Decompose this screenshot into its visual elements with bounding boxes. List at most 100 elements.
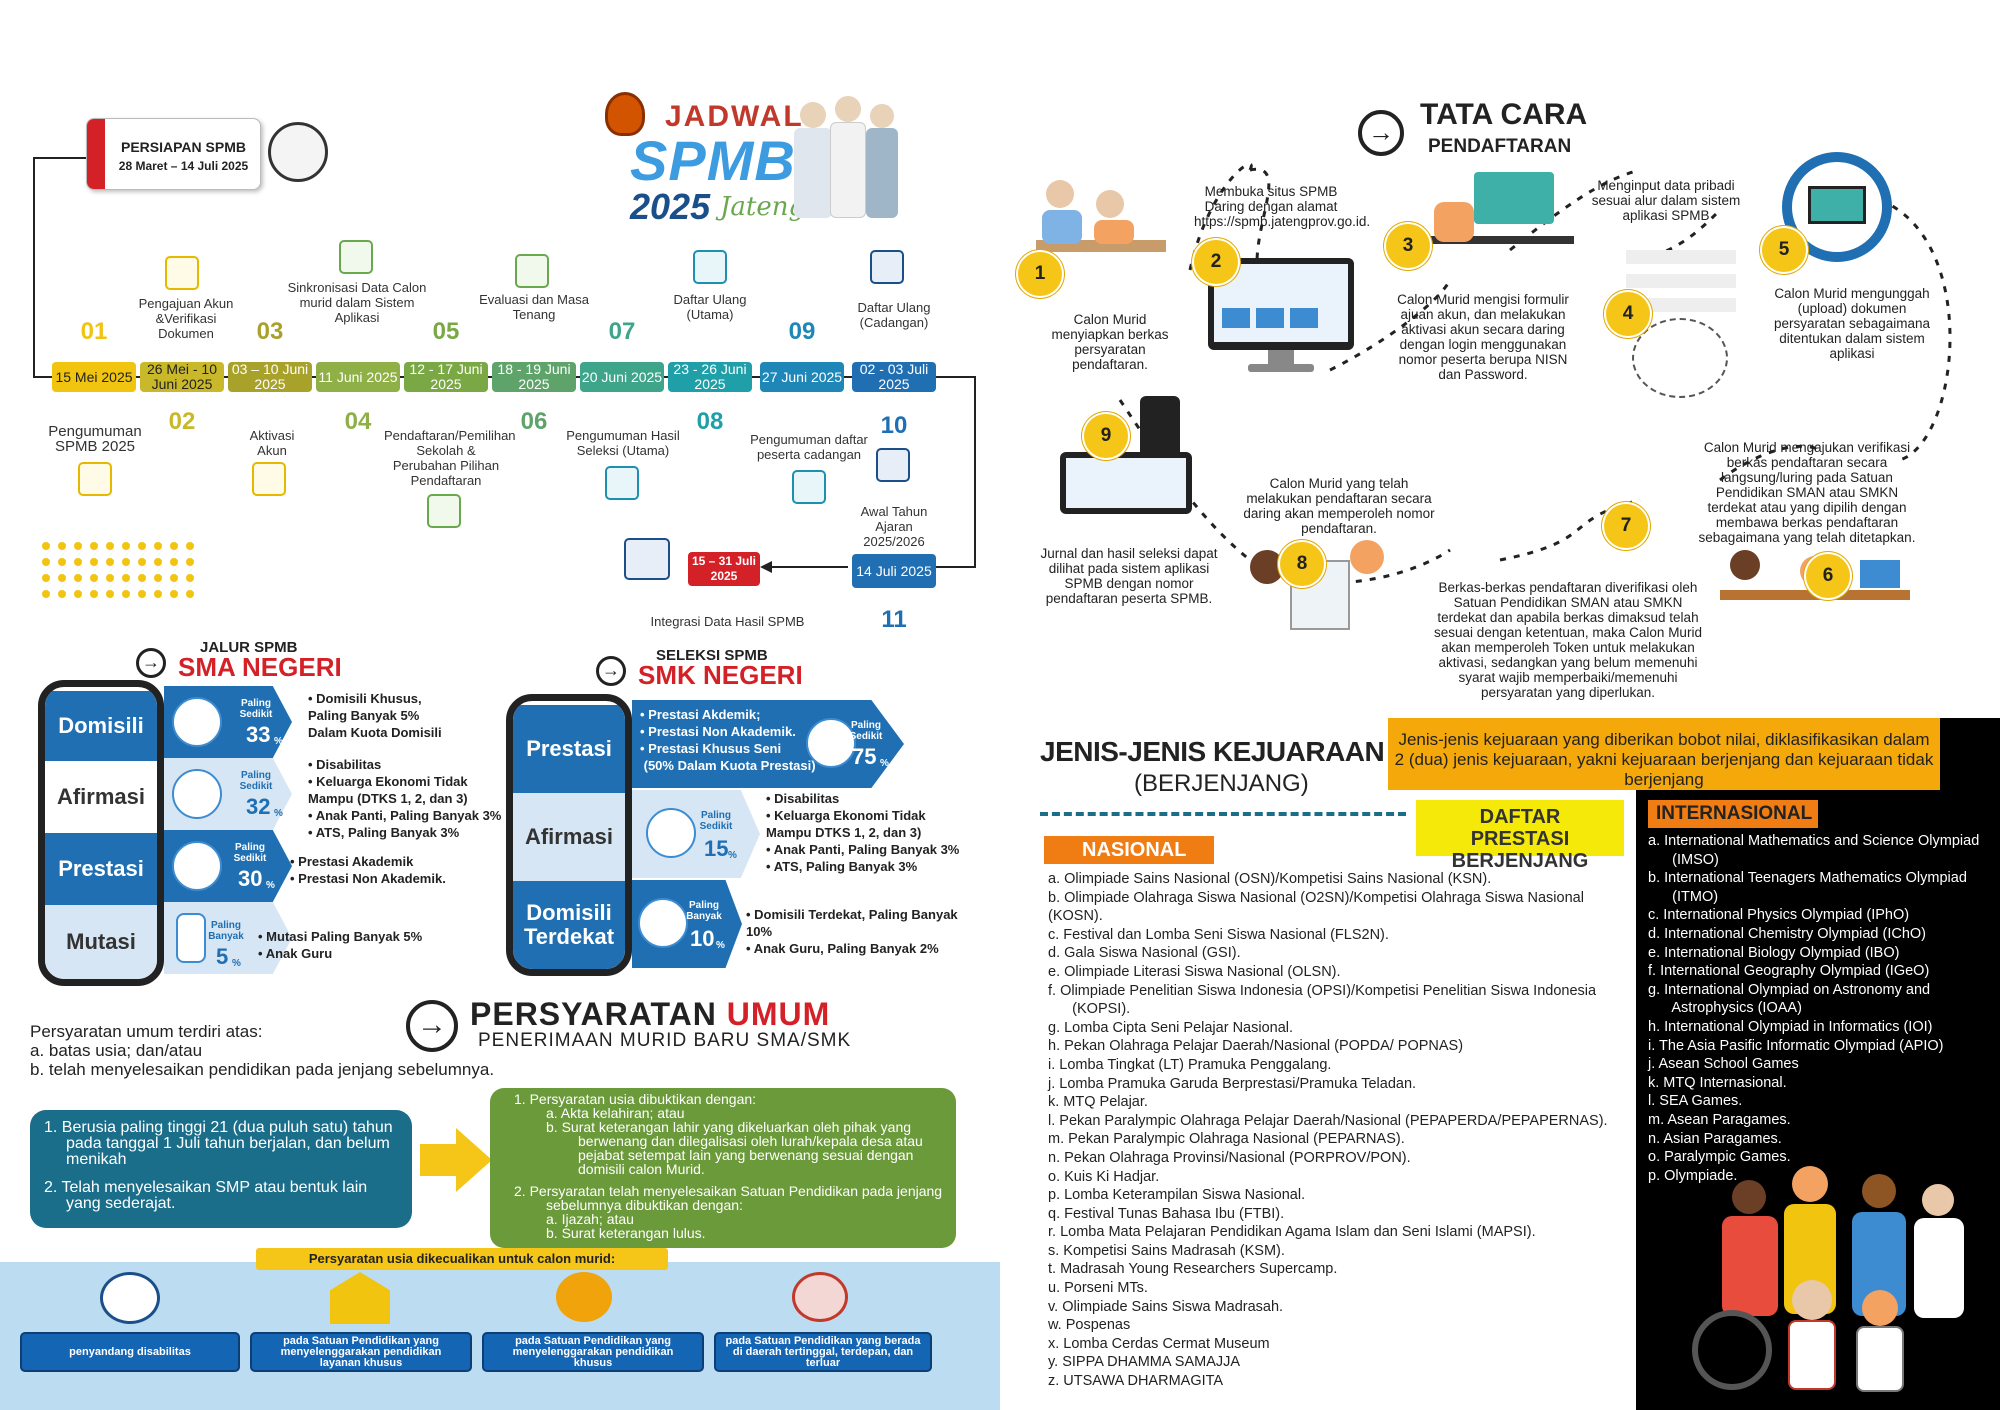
persyaratan-arrow-icon: →	[406, 1000, 458, 1052]
smk-row-afirmasi: Afirmasi	[513, 793, 625, 881]
sma-mutasi-items: • Mutasi Paling Banyak 5% • Anak Guru	[258, 928, 438, 962]
document-icon	[165, 256, 199, 290]
timeline-num-03: 03	[256, 318, 284, 345]
list-item: k. MTQ Internasional.	[1648, 1074, 1787, 1091]
timeline-caption-10: Daftar Ulang (Cadangan)	[857, 300, 931, 330]
list-item: s. Kompetisi Sains Madrasah (KSM).	[1048, 1242, 1285, 1259]
timeline-caption-02: Pengajuan Akun &Verifikasi Dokumen	[138, 296, 234, 341]
persyaratan-title: PERSYARATAN UMUM	[470, 996, 831, 1032]
timeline-date-04: 11 Juni 2025	[316, 362, 400, 392]
timeline-num-01: 01	[80, 318, 108, 345]
sma-mutasi-pct: 5	[216, 944, 229, 969]
list-item: Astrophysics (IOAA)	[1648, 1000, 1802, 1017]
timeline-num-06: 06	[520, 408, 548, 435]
timeline-caption-11: Awal Tahun Ajaran 2025/2026	[860, 504, 928, 549]
bullet-item: • Anak Guru	[258, 946, 333, 961]
smk-afirmasi-pct: 15	[704, 836, 729, 861]
sma-small-title: JALUR SPMB	[200, 639, 298, 656]
timeline-caption-12: Integrasi Data Hasil SPMB	[650, 614, 805, 629]
list-item: o. Kuis Ki Hadjar.	[1048, 1168, 1160, 1185]
timeline-num-04: 04	[344, 408, 372, 435]
bullet-item: (50% Dalam Kuota Prestasi)	[643, 758, 816, 773]
exception-disabilitas: penyandang disabilitas	[20, 1332, 240, 1372]
kejuaraan-subtitle: (BERJENJANG)	[1134, 770, 1309, 797]
timeline-num-09: 09	[788, 318, 816, 345]
smk-small-title: SELEKSI SPMB	[656, 647, 768, 664]
list-item: r. Lomba Mata Pelajaran Pendidikan Agama…	[1048, 1224, 1536, 1241]
list-item: n. Pekan Olahraga Provinsi/Nasional (POR…	[1048, 1149, 1411, 1166]
sma-prestasi-icon	[172, 841, 222, 891]
sma-prestasi-pct: 30	[238, 866, 263, 891]
sma-afirmasi-icon	[172, 769, 222, 819]
timeline-date-12: 15 – 31 Juli 2025	[688, 552, 760, 586]
timeline-num-10: 10	[880, 412, 908, 439]
timeline-caption-01: Pengumuman SPMB 2025	[48, 423, 142, 455]
graduation-cap-icon	[876, 448, 910, 482]
list-item: e. Olimpiade Literasi Siswa Nasional (OL…	[1048, 963, 1341, 980]
bullet-item: • Domisili Khusus, Paling Banyak 5% Dala…	[308, 691, 442, 740]
list-item: j. Lomba Pramuka Garuda Berprestasi/Pram…	[1048, 1075, 1417, 1092]
list-item: p. Lomba Keterampilan Siswa Nasional.	[1048, 1187, 1306, 1204]
step-9-badge: 9	[1084, 414, 1128, 458]
list-item: c. Festival dan Lomba Seni Siswa Nasiona…	[1048, 926, 1389, 943]
list-item: g. International Olympiad on Astronomy a…	[1648, 981, 1931, 998]
phone-monitor-illustration	[1060, 396, 1200, 516]
sma-prestasi-kind: Paling Sedikit	[233, 842, 267, 864]
list-item: b. Olimpiade Olahraga Siswa Nasional (O2…	[1048, 889, 1584, 925]
smk-domisili-icon	[638, 898, 688, 948]
list-item: a. International Mathematics and Science…	[1648, 833, 1980, 849]
step-8-badge: 8	[1280, 542, 1324, 586]
list-item: h. International Olympiad in Informatics…	[1648, 1018, 1933, 1035]
bullet-item: • Keluarga Ekonomi Tidak Mampu (DTKS 1, …	[308, 774, 468, 806]
list-item: m. Pekan Paralympic Olahraga Nasional (P…	[1048, 1131, 1405, 1148]
step-5-badge: 5	[1762, 228, 1806, 272]
clipboard-icon	[252, 462, 286, 496]
gear-icon	[792, 470, 826, 504]
step-1-text: Calon Murid menyiapkan berkas persyarata…	[1051, 312, 1169, 372]
persyaratan-subtitle: PENERIMAAN MURID BARU SMA/SMK	[478, 1030, 852, 1051]
dot-pattern	[42, 542, 194, 598]
exception-title: Persyaratan usia dikecualikan untuk calo…	[256, 1248, 668, 1270]
smk-arrow-icon: →	[596, 656, 626, 686]
list-item: f. Olimpiade Penelitian Siswa Indonesia …	[1048, 982, 1597, 999]
list-item: a. Olimpiade Sains Nasional (OSN)/Kompet…	[1048, 871, 1492, 887]
bullet-item: • Anak Panti, Paling Banyak 3%	[766, 842, 960, 857]
timeline-caption-05: Pendaftaran/Pemilihan Sekolah & Perubaha…	[384, 428, 516, 488]
bullet-item: • ATS, Paling Banyak 3%	[308, 825, 460, 840]
smk-phone: Prestasi Afirmasi Domisili Terdekat	[506, 694, 632, 976]
smk-domisili-pct: 10	[690, 926, 715, 951]
list-item: c. International Physics Olympiad (IPhO)	[1648, 907, 1910, 924]
bullet-item: • Keluarga Ekonomi Tidak Mampu DTKS 1, 2…	[766, 808, 926, 840]
timeline-date-08: 23 - 26 Juni 2025	[668, 362, 752, 392]
bullet-item: • Prestasi Akademik	[290, 854, 414, 869]
bullet-item: • Anak Guru, Paling Banyak 2%	[746, 941, 939, 956]
step-5-text: Calon Murid mengunggah (upload) dokumen …	[1773, 286, 1931, 361]
list-item: b. International Teenagers Mathematics O…	[1648, 870, 1967, 887]
tatacara-title: TATA CARA	[1420, 98, 1588, 131]
form-icon	[427, 494, 461, 528]
timeline-caption-09: Pengumuman daftar peserta cadangan	[750, 432, 868, 462]
list-item: x. Lomba Cerdas Cermat Museum	[1048, 1335, 1270, 1352]
step-3-badge: 3	[1386, 224, 1430, 268]
timeline-date-05: 12 - 17 Juni 2025	[404, 362, 488, 392]
internasional-label: INTERNASIONAL	[1648, 800, 1818, 828]
list-item: q. Festival Tunas Bahasa Ibu (FTBI).	[1048, 1205, 1285, 1222]
timeline-caption-04: Sinkronisasi Data Calon murid dalam Sist…	[287, 280, 427, 325]
bullet-item: • ATS, Paling Banyak 3%	[766, 859, 918, 874]
list-item: z. UTSAWA DHARMAGITA	[1048, 1373, 1224, 1390]
checklist-illustration	[1626, 250, 1736, 312]
step-6-badge: 6	[1806, 554, 1850, 598]
timeline-date-11: 14 Juli 2025	[852, 554, 936, 588]
list-item: v. Olimpiade Sains Siswa Madrasah.	[1048, 1298, 1284, 1315]
step-8-text: Calon Murid yang telah melakukan pendaft…	[1243, 476, 1435, 536]
list-item: (IMSO)	[1648, 851, 1719, 868]
checklist-icon	[693, 250, 727, 284]
wheelchair-icon	[100, 1272, 160, 1324]
exception-pendidikan-khusus: pada Satuan Pendidikan yang menyelenggar…	[482, 1332, 704, 1372]
daftar-prestasi-label: DAFTAR PRESTASI BERJENJANG	[1416, 800, 1624, 872]
sma-arrow-icon: →	[136, 648, 166, 678]
building-icon	[792, 1272, 848, 1322]
sma-phone: Domisili Afirmasi Prestasi Mutasi	[38, 680, 164, 986]
internasional-list: a. International Mathematics and Science…	[1648, 832, 1998, 1185]
smk-domisili-kind: Paling Banyak	[686, 900, 722, 922]
